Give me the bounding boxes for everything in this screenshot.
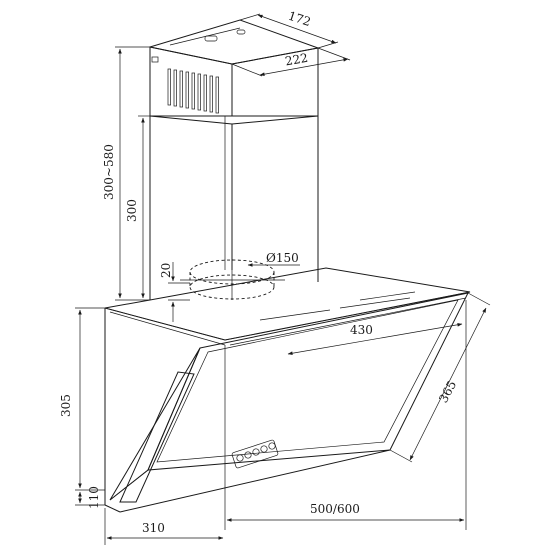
duct-outlet	[180, 255, 285, 300]
dim-110	[75, 491, 105, 506]
canopy-body	[104, 267, 471, 346]
dim-172	[239, 13, 339, 49]
label-222: 222	[284, 51, 309, 69]
label-110: 110	[87, 486, 101, 509]
dim-365	[389, 292, 491, 463]
dim-305	[75, 307, 105, 491]
label-500-600: 500/600	[310, 502, 360, 516]
dim-310	[104, 508, 224, 545]
label-310: 310	[142, 521, 165, 535]
glass-front-panel	[104, 292, 469, 513]
dim-222	[231, 47, 351, 77]
label-305: 305	[59, 394, 73, 417]
dim-20	[168, 262, 190, 322]
label-diameter-150: Ø150	[266, 251, 299, 265]
label-430: 430	[350, 323, 373, 337]
dim-500-600	[224, 300, 467, 530]
label-20: 20	[159, 263, 173, 278]
label-172: 172	[286, 9, 312, 29]
control-buttons	[231, 439, 279, 469]
chimney-lower	[149, 115, 319, 300]
dim-300-580	[115, 46, 150, 301]
dim-300	[138, 115, 150, 299]
label-300: 300	[125, 199, 139, 222]
chimney-upper	[149, 19, 320, 117]
label-365: 365	[436, 378, 459, 405]
label-300-580: 300~580	[102, 144, 116, 200]
chimney-vent-slots	[167, 68, 219, 114]
